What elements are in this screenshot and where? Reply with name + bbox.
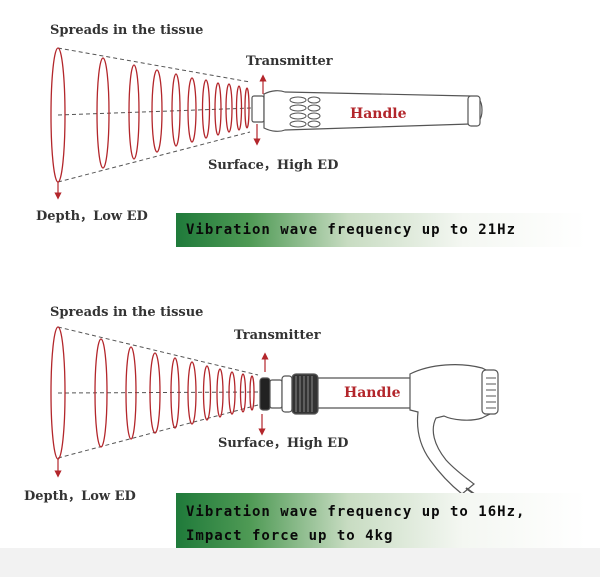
wave-ring — [239, 373, 247, 413]
spread-label-1: Spreads in the tissue — [50, 23, 204, 38]
spread-label-2: Spreads in the tissue — [50, 305, 204, 320]
handle-label-2: Handle — [344, 385, 401, 401]
frequency-banner-text-1: Vibration wave frequency up to 21Hz — [186, 222, 517, 238]
frequency-banner-text-2b: Impact force up to 4kg — [186, 528, 394, 544]
wave-ring — [202, 365, 212, 421]
wave-ring — [128, 64, 140, 160]
wave-ring — [244, 87, 250, 129]
wave-cone-2 — [50, 326, 263, 478]
surface-label-2: Surface，High ED — [218, 436, 349, 451]
wave-ring — [151, 69, 163, 153]
wave-ring — [225, 83, 233, 133]
handpiece-2 — [258, 352, 499, 506]
wave-ring — [235, 85, 243, 131]
handpiece-1 — [251, 74, 483, 146]
wave-ring — [201, 79, 211, 139]
surface-label-1: Surface，High ED — [208, 158, 339, 173]
wave-ring — [94, 338, 108, 448]
transmitter-label-1: Transmitter — [246, 54, 333, 69]
handle-label-1: Handle — [350, 106, 407, 122]
bottom-strip — [0, 548, 600, 577]
wave-ring — [125, 346, 137, 440]
wave-ring — [214, 82, 222, 136]
wave-ring — [228, 371, 236, 415]
frequency-banner-text-2a: Vibration wave frequency up to 16Hz, — [186, 504, 526, 520]
wave-ring — [170, 357, 180, 429]
wave-ring — [187, 361, 197, 425]
wave-cone-1 — [50, 47, 253, 200]
wave-ring — [187, 77, 197, 143]
wave-ring — [216, 368, 224, 418]
depth-label-2: Depth，Low ED — [24, 489, 136, 504]
frequency-banner-2: Vibration wave frequency up to 16Hz, Imp… — [176, 493, 586, 551]
depth-label-1: Depth，Low ED — [36, 209, 148, 224]
wave-ring — [149, 352, 161, 434]
frequency-banner-1: Vibration wave frequency up to 21Hz — [176, 213, 586, 247]
wave-ring — [171, 73, 181, 147]
transmitter-label-2: Transmitter — [234, 328, 321, 343]
wave-ring — [96, 57, 110, 169]
wave-ring — [249, 375, 255, 411]
